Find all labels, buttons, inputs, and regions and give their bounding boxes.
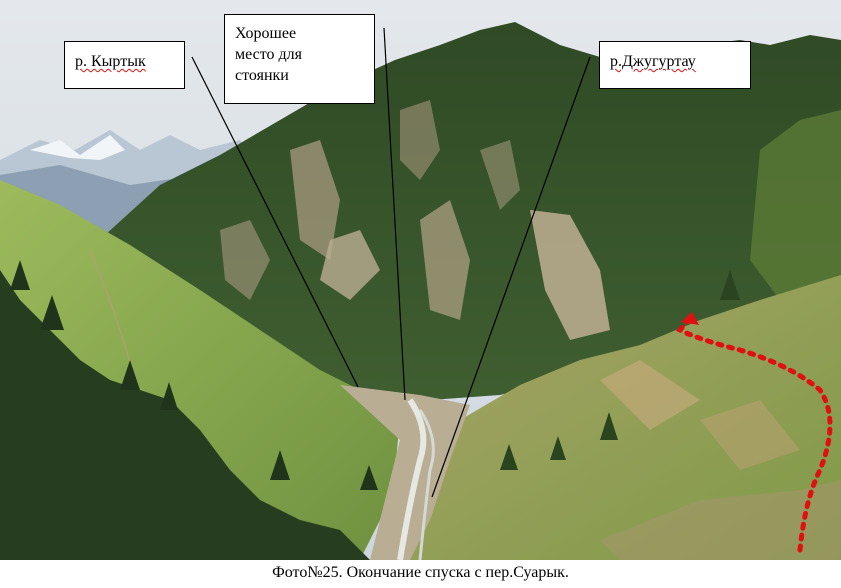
pointer-line-kyrtyk — [191, 56, 359, 388]
valley-floor — [340, 385, 470, 560]
label-kyrtyk-river: р. Кыртык — [64, 41, 185, 89]
label-dzhugurtau-text: р.Джугуртау — [610, 53, 696, 70]
label-kyrtyk-text: р. Кыртык — [75, 53, 146, 70]
stream — [397, 398, 427, 560]
route-dotted-line — [676, 315, 833, 553]
photo-caption: Фото№25. Окончание спуска с пер.Суарык. — [272, 564, 569, 581]
forested-mountain — [105, 22, 841, 400]
left-forest — [0, 270, 370, 560]
mountain-valley-photo — [0, 0, 841, 560]
rock-scree — [290, 140, 340, 260]
pointer-line-dzhugurtau — [431, 56, 591, 498]
route-arrow-icon — [681, 312, 699, 325]
label-dzhugurtau-river: р.Джугуртау — [599, 41, 751, 89]
label-campsite: Хорошее место для стоянки — [224, 14, 375, 104]
pointer-line-stoyanka — [383, 27, 406, 401]
